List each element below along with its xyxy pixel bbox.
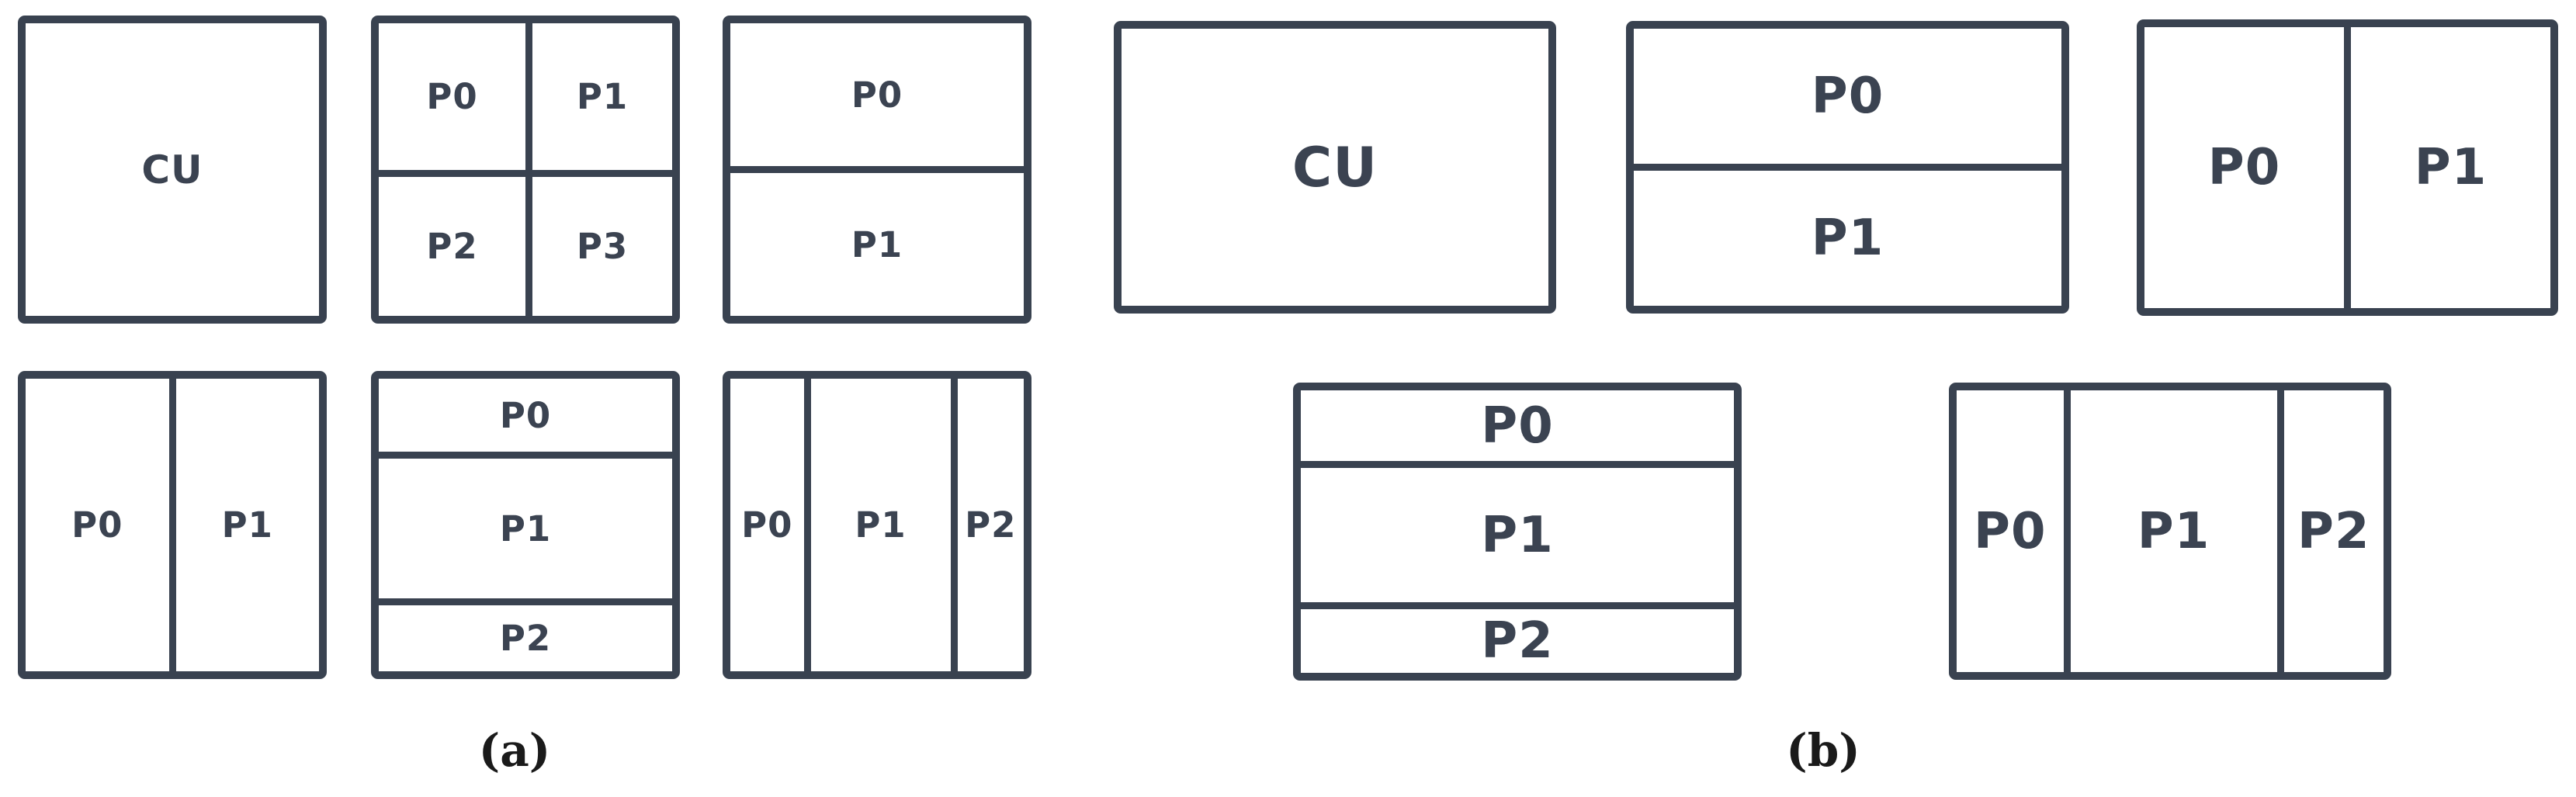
caption-a: (a) <box>478 724 551 777</box>
partition-cell: P0 <box>2144 27 2344 308</box>
horizontal-thirds-block-b: P0 P1 P2 <box>1293 383 1742 681</box>
partition-label: P2 <box>965 504 1017 546</box>
horizontal-halves-block-a: P0 P1 <box>723 16 1031 324</box>
partition-label: P0 <box>499 394 552 436</box>
horizontal-thirds-block-a: P0 P1 P2 <box>371 371 680 679</box>
partition-label: P1 <box>855 504 907 546</box>
partition-label: P0 <box>851 74 903 116</box>
partition-label: P1 <box>576 75 629 117</box>
partition-cell: CU <box>1122 29 1548 306</box>
partition-cell: P0 <box>379 23 525 170</box>
vertical-thirds-block-b: P0 P1 P2 <box>1949 383 2391 680</box>
partition-label: P0 <box>741 504 793 546</box>
partition-cell: P2 <box>2276 390 2384 672</box>
partition-cell: P0 <box>730 379 804 671</box>
partition-cell: P2 <box>1301 602 1734 673</box>
partition-cell: CU <box>26 23 319 316</box>
partition-label: P1 <box>1811 210 1884 267</box>
partition-cell: P3 <box>525 169 672 316</box>
partition-cell: P1 <box>379 452 672 598</box>
partition-label: CU <box>1291 135 1378 199</box>
partition-label: P1 <box>851 224 903 265</box>
partition-label: P1 <box>2137 502 2210 560</box>
partition-label: P2 <box>1481 612 1554 670</box>
vertical-halves-block-a: P0 P1 <box>18 371 327 679</box>
partition-cell: P1 <box>730 166 1024 316</box>
vertical-thirds-block-a: P0 P1 P2 <box>723 371 1031 679</box>
cu-block-b: CU <box>1114 21 1556 314</box>
partition-cell: P2 <box>950 379 1025 671</box>
partition-cell: P1 <box>1634 164 2061 306</box>
partition-label: P0 <box>1481 397 1554 455</box>
partition-label: P0 <box>2207 139 2281 196</box>
partition-label: P1 <box>2414 139 2488 196</box>
partition-label: P2 <box>499 617 552 659</box>
partition-label: P3 <box>576 225 629 267</box>
partition-cell: P0 <box>1957 390 2064 672</box>
vertical-halves-block-b: P0 P1 <box>2137 19 2558 316</box>
partition-label: P0 <box>71 504 123 546</box>
partition-cell: P1 <box>168 379 320 671</box>
partition-label: P1 <box>221 504 273 546</box>
caption-b: (b) <box>1786 724 1860 777</box>
partition-cell: P1 <box>2063 390 2277 672</box>
partition-cell: P0 <box>379 379 672 452</box>
cu-block-a: CU <box>18 16 327 324</box>
partition-label: P0 <box>1974 502 2047 560</box>
partition-label: P0 <box>1811 68 1884 125</box>
partition-label: P1 <box>499 508 552 549</box>
partition-label: P1 <box>1481 506 1554 564</box>
partition-cell: P0 <box>1301 390 1734 461</box>
horizontal-halves-block-b: P0 P1 <box>1626 21 2069 314</box>
partition-cell: P2 <box>379 169 525 317</box>
partition-label: P2 <box>2297 502 2370 560</box>
partition-cell: P0 <box>26 379 169 671</box>
partition-label: CU <box>141 147 203 192</box>
partition-cell: P1 <box>525 23 672 170</box>
partition-cell: P1 <box>803 379 951 671</box>
partition-label: P0 <box>426 75 478 117</box>
partition-cell: P1 <box>2344 27 2550 308</box>
quad-split-block-a: P0 P1 P2 P3 <box>371 16 680 324</box>
partition-cell: P0 <box>1634 29 2061 164</box>
partition-label: P2 <box>426 225 478 267</box>
partition-cell: P0 <box>730 23 1024 166</box>
partition-cell: P2 <box>379 598 672 671</box>
partition-cell: P1 <box>1301 461 1734 602</box>
